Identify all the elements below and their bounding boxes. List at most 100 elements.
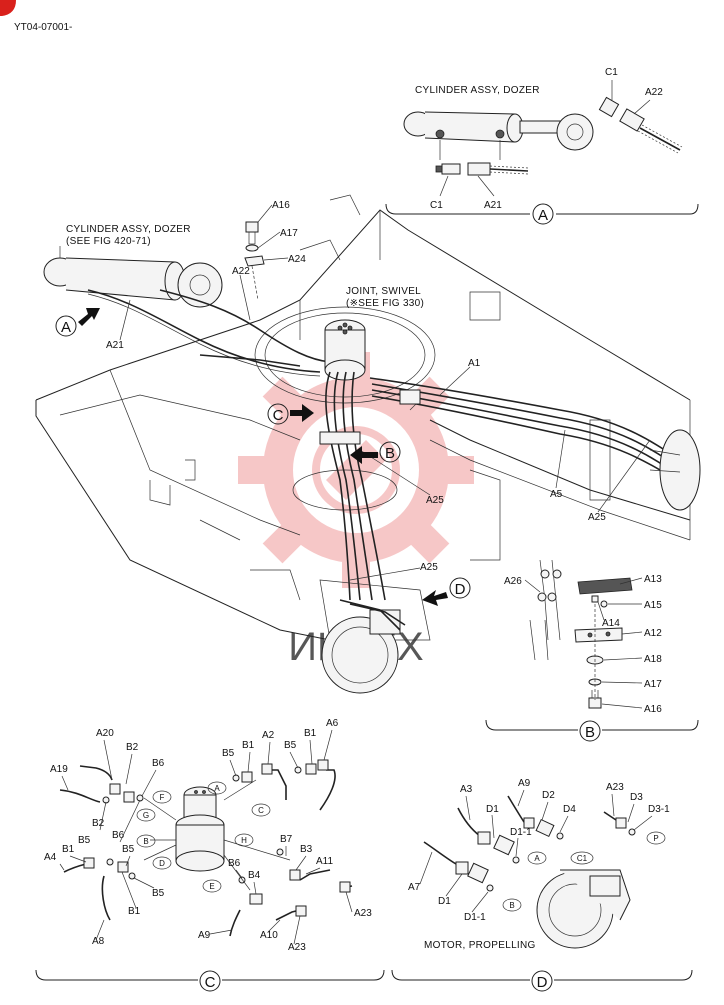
detail-c-label-b5b: B5 <box>78 835 91 846</box>
main-bolt-a16 <box>244 221 265 301</box>
main-label-a17: A17 <box>280 228 298 239</box>
detail-c-label-a2: A2 <box>262 730 275 741</box>
detail-a-fitting-c1-upper <box>598 96 620 118</box>
main-hoses <box>87 289 681 601</box>
detail-c-label-b3: B3 <box>300 844 313 855</box>
dozer-cylinder-main <box>43 246 223 308</box>
callout-arrow-b: B <box>350 441 401 464</box>
detail-c-label-b2b: B2 <box>92 818 105 829</box>
main-label-a25-right: A25 <box>588 512 606 523</box>
watermark-gear-logo <box>238 352 474 588</box>
detail-c-label-a8: A8 <box>92 936 105 947</box>
detail-c-label-b6b: B6 <box>112 830 125 841</box>
main-label-a24: A24 <box>288 254 306 265</box>
detail-c-oval-f: F <box>160 793 165 802</box>
detail-a-label-1: C1 <box>605 67 618 78</box>
swivel-title-2: (※SEE FIG 330) <box>346 298 424 309</box>
detail-b-clamp-a13 <box>537 577 633 602</box>
detail-b-hoses <box>529 559 562 661</box>
detail-c-fittings <box>83 759 351 917</box>
detail-b-label-4: A14 <box>602 618 620 629</box>
detail-d-label-d4: D4 <box>563 804 576 815</box>
document-code: YT04-07001- <box>14 22 72 33</box>
detail-c-label-a11: A11 <box>316 856 333 867</box>
detail-d-fittings <box>455 817 636 892</box>
detail-a-label-3: C1 <box>430 200 443 211</box>
detail-b-label-8: A16 <box>644 704 662 715</box>
detail-c-label-b1b: B1 <box>304 728 317 739</box>
detail-d-label-d1-1a: D1-1 <box>510 827 532 838</box>
detail-d-label-d1b: D1 <box>438 896 451 907</box>
main-cylinder-title-1: CYLINDER ASSY, DOZER <box>66 224 191 235</box>
detail-c-label-b6a: B6 <box>152 758 165 769</box>
detail-a-cylinder <box>403 111 594 160</box>
detail-a-label-2: A22 <box>645 87 663 98</box>
detail-c-label-b6c: B6 <box>228 858 241 869</box>
detail-d-circle <box>531 970 553 992</box>
hose-clamp-a25 <box>319 431 361 445</box>
corner-badge <box>0 0 16 16</box>
detail-a-label-4: A21 <box>484 200 502 211</box>
main-label-a25-bottom: A25 <box>420 562 438 573</box>
detail-a-title: CYLINDER ASSY, DOZER <box>415 85 540 96</box>
detail-b-circle <box>579 720 601 742</box>
detail-b-circle-label: B <box>585 724 595 741</box>
detail-c-label-a10: A10 <box>260 930 278 941</box>
detail-d-ovals: A C1 B P <box>502 831 666 912</box>
detail-d-motor-title: MOTOR, PROPELLING <box>424 940 536 951</box>
detail-d-oval-a: A <box>534 854 540 863</box>
detail-c-swivel <box>175 786 225 872</box>
detail-d-oval-p: P <box>653 834 658 843</box>
detail-d-label-a3: A3 <box>460 784 473 795</box>
detail-b-label-5: A12 <box>644 628 662 639</box>
detail-c-circle <box>199 970 221 992</box>
detail-d-label-d2: D2 <box>542 790 555 801</box>
main-propelling-motor <box>319 579 431 694</box>
detail-b-plate-a12 <box>574 627 623 643</box>
detail-c-oval-g: G <box>143 811 149 820</box>
detail-c-label-a6: A6 <box>326 718 339 729</box>
detail-a-circle-label: A <box>538 207 548 224</box>
detail-a-hose-a22 <box>619 108 683 154</box>
detail-a-fitting-c1-lower <box>435 163 461 175</box>
detail-d-label-a9: A9 <box>518 778 531 789</box>
detail-d-label-d1a: D1 <box>486 804 499 815</box>
detail-c-label-b7: B7 <box>280 834 293 845</box>
detail-c-label-b5d: B5 <box>152 888 165 899</box>
chassis-frame <box>35 194 691 641</box>
callout-a-label: A <box>61 319 71 336</box>
detail-a-circle <box>532 203 554 225</box>
detail-a-hose-a21 <box>467 162 529 176</box>
detail-b-label-3: A15 <box>644 600 662 611</box>
detail-d-motor <box>536 869 631 949</box>
detail-c-oval-d: D <box>159 859 165 868</box>
main-label-a5: A5 <box>550 489 563 500</box>
detail-b-label-7: A17 <box>644 679 662 690</box>
detail-c-label-a23a: A23 <box>354 908 372 919</box>
callout-b-label: B <box>385 445 395 462</box>
callout-arrow-a: A <box>55 308 100 337</box>
detail-c-label-a20: A20 <box>96 728 114 739</box>
detail-d: MOTOR, PROPELLING A3 A9 D1 D2 D4 D1-1 A2… <box>391 778 693 992</box>
detail-c-oval-c: C <box>258 806 264 815</box>
detail-c-label-b1d: B1 <box>128 906 141 917</box>
main-right-motor <box>649 429 701 511</box>
detail-b-bolt-a16 <box>588 690 602 709</box>
detail-c-label-a9: A9 <box>198 930 211 941</box>
callout-arrow-c: C <box>267 403 314 425</box>
detail-d-label-a23: A23 <box>606 782 624 793</box>
detail-d-label-a7: A7 <box>408 882 421 893</box>
callout-d-label: D <box>455 581 466 598</box>
main-label-a16: A16 <box>272 200 290 211</box>
detail-d-label-d1-1b: D1-1 <box>464 912 486 923</box>
detail-c-label-b1c: B1 <box>62 844 75 855</box>
detail-c-label-a4: A4 <box>44 852 57 863</box>
detail-d-label-d3-1: D3-1 <box>648 804 670 815</box>
detail-c-label-b5a: B5 <box>222 748 235 759</box>
detail-b-label-1: A26 <box>504 576 522 587</box>
detail-b-label-2: A13 <box>644 574 662 585</box>
detail-c-oval-e: E <box>209 882 214 891</box>
main-label-a1: A1 <box>468 358 481 369</box>
